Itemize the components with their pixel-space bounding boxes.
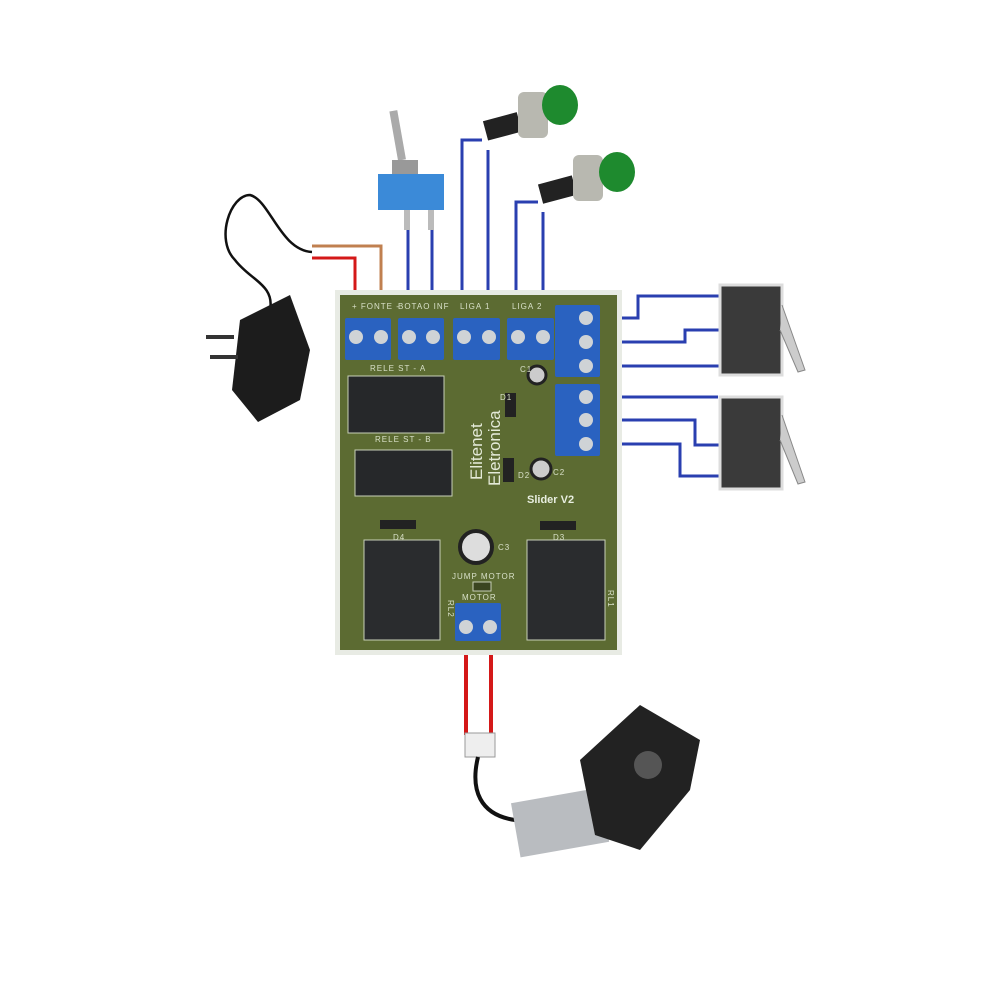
label-rl1: RL1 [606,590,615,608]
push-button-2[interactable] [537,152,635,204]
label-fonte: + FONTE - [352,302,400,311]
label-rele-b: RELE ST - B [375,435,432,444]
pcb-board: + FONTE - BOTAO INF LIGA 1 LIGA 2 [335,290,622,655]
label-c2: C2 [553,468,565,477]
label-liga1: LIGA 1 [460,302,490,311]
terminal-botao-inf[interactable] [398,318,444,360]
end-stop-switch-2[interactable] [718,395,806,491]
label-botao-inf: BOTAO INF [398,302,450,311]
relay-rl1 [526,539,606,641]
push-button-1[interactable] [482,85,578,141]
label-motor: MOTOR [462,593,497,602]
relay-a [347,375,445,434]
label-rl2: RL2 [446,600,455,618]
relay-rl2 [363,539,441,641]
label-jump-motor: JUMP MOTOR [452,572,515,581]
diode-d4 [380,520,416,529]
terminal-fonte[interactable] [345,318,391,360]
label-liga2: LIGA 2 [512,302,542,311]
label-d4: D4 [393,533,405,542]
label-rele-a: RELE ST - A [370,364,426,373]
terminal-endstop-2[interactable] [555,384,600,456]
toggle-switch[interactable] [378,110,444,230]
diode-d3 [540,521,576,530]
window-motor [464,705,700,858]
button2-wire-1 [514,200,538,330]
endstop2-wire-2 [600,418,722,447]
terminal-motor[interactable] [455,603,501,641]
endstop2-wire-3 [600,442,722,478]
diode-d1 [505,393,516,417]
label-d1: D1 [500,393,512,402]
label-c3: C3 [498,543,510,552]
diode-d2 [503,458,514,482]
brand-line2: Eletronica [485,410,504,486]
model-label: Slider V2 [527,494,574,506]
capacitor-c3 [458,529,494,565]
terminal-liga2[interactable] [507,318,554,360]
capacitor-c1 [526,364,548,386]
label-d2: D2 [518,471,530,480]
terminal-endstop-1[interactable] [555,305,600,377]
label-d3: D3 [553,533,565,542]
power-adapter [206,193,313,422]
button1-wire-1 [460,138,482,330]
capacitor-c2 [529,457,553,481]
endstop1-wire-2 [600,328,722,344]
end-stop-switch-1[interactable] [718,283,806,377]
jumper-motor[interactable] [472,581,492,592]
terminal-liga1[interactable] [453,318,500,360]
relay-b [354,449,453,497]
brand-line1: Elitenet [467,423,486,480]
label-c1: C1 [520,365,532,374]
